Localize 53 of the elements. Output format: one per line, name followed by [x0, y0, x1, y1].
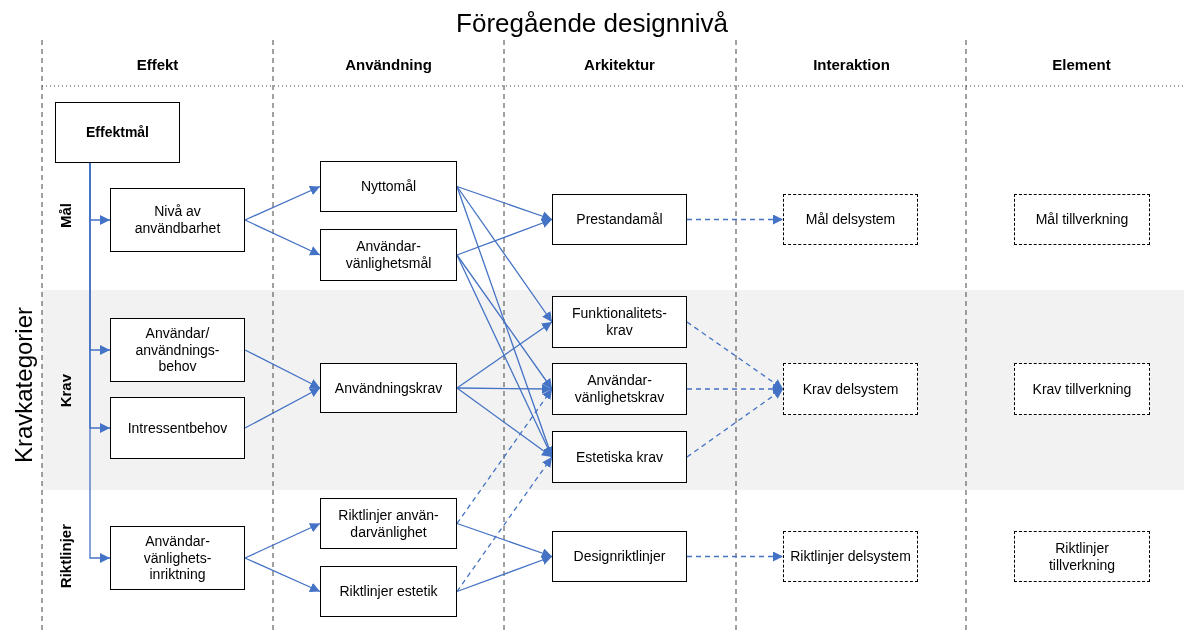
dashed-arrow [686, 551, 784, 562]
dashed-arrow [686, 214, 784, 225]
dashed-box: Krav tillverkning [1014, 363, 1150, 415]
arrow [456, 383, 553, 394]
process-box: Prestandamål [552, 194, 687, 245]
process-box: Riktlinjer estetik [320, 566, 457, 617]
dashed-box: Mål delsystem [783, 194, 918, 245]
dashed-arrow [456, 388, 553, 525]
dashed-box: Mål tillverkning [1014, 194, 1150, 245]
process-box: Estetiska krav [552, 431, 687, 483]
arrow [244, 557, 321, 593]
process-box: Intressentbehov [110, 397, 245, 459]
row-header: Mål [57, 202, 74, 228]
dashed-arrow [686, 321, 784, 390]
dashed-box: Krav delsystem [783, 363, 918, 415]
arrow [456, 254, 553, 390]
dashed-box: Riktlinjer tillverkning [1014, 531, 1150, 582]
column-header: Arkitektur [583, 56, 656, 73]
process-box: Funktionalitets- krav [552, 296, 687, 348]
arrow [244, 387, 321, 429]
arrow [456, 321, 553, 389]
dashed-arrow [686, 388, 784, 458]
process-box: Användar- vänlighetskrav [552, 363, 687, 415]
axis-title: Kravkategorier [10, 307, 38, 464]
process-box: Nivå av användbarhet [110, 188, 245, 252]
column-header: Interaktion [812, 56, 891, 73]
dashed-box: Riktlinjer delsystem [783, 531, 918, 582]
arrow [456, 555, 553, 593]
process-box: Designriktlinjer [552, 531, 687, 582]
column-header: Användning [344, 56, 433, 73]
arrow [456, 522, 553, 558]
process-box: Användar- vänlighets- inriktning [110, 526, 245, 590]
arrow [456, 185, 553, 323]
arrow [456, 185, 553, 221]
arrow [244, 349, 321, 389]
diagram-title: Föregående designnivå [455, 8, 729, 39]
dashed-arrow [686, 384, 784, 394]
row-header: Krav [57, 373, 74, 407]
arrow [244, 522, 321, 559]
dashed-arrow [456, 456, 553, 593]
arrow [244, 219, 321, 256]
row-header: Riktlinjer [57, 524, 74, 589]
process-box: Effektmål [55, 102, 180, 163]
column-header: Effekt [135, 56, 180, 73]
arrow [456, 218, 553, 256]
process-box: Användar- vänlighetsmål [320, 229, 457, 281]
arrow [244, 185, 321, 221]
arrow [456, 387, 553, 458]
column-header: Element [1051, 56, 1112, 73]
process-box: Användningskrav [320, 363, 457, 413]
process-box: Riktlinjer använ- darvänlighet [320, 498, 457, 549]
process-box: Nyttomål [320, 161, 457, 212]
process-box: Användar/ användnings- behov [110, 318, 245, 382]
